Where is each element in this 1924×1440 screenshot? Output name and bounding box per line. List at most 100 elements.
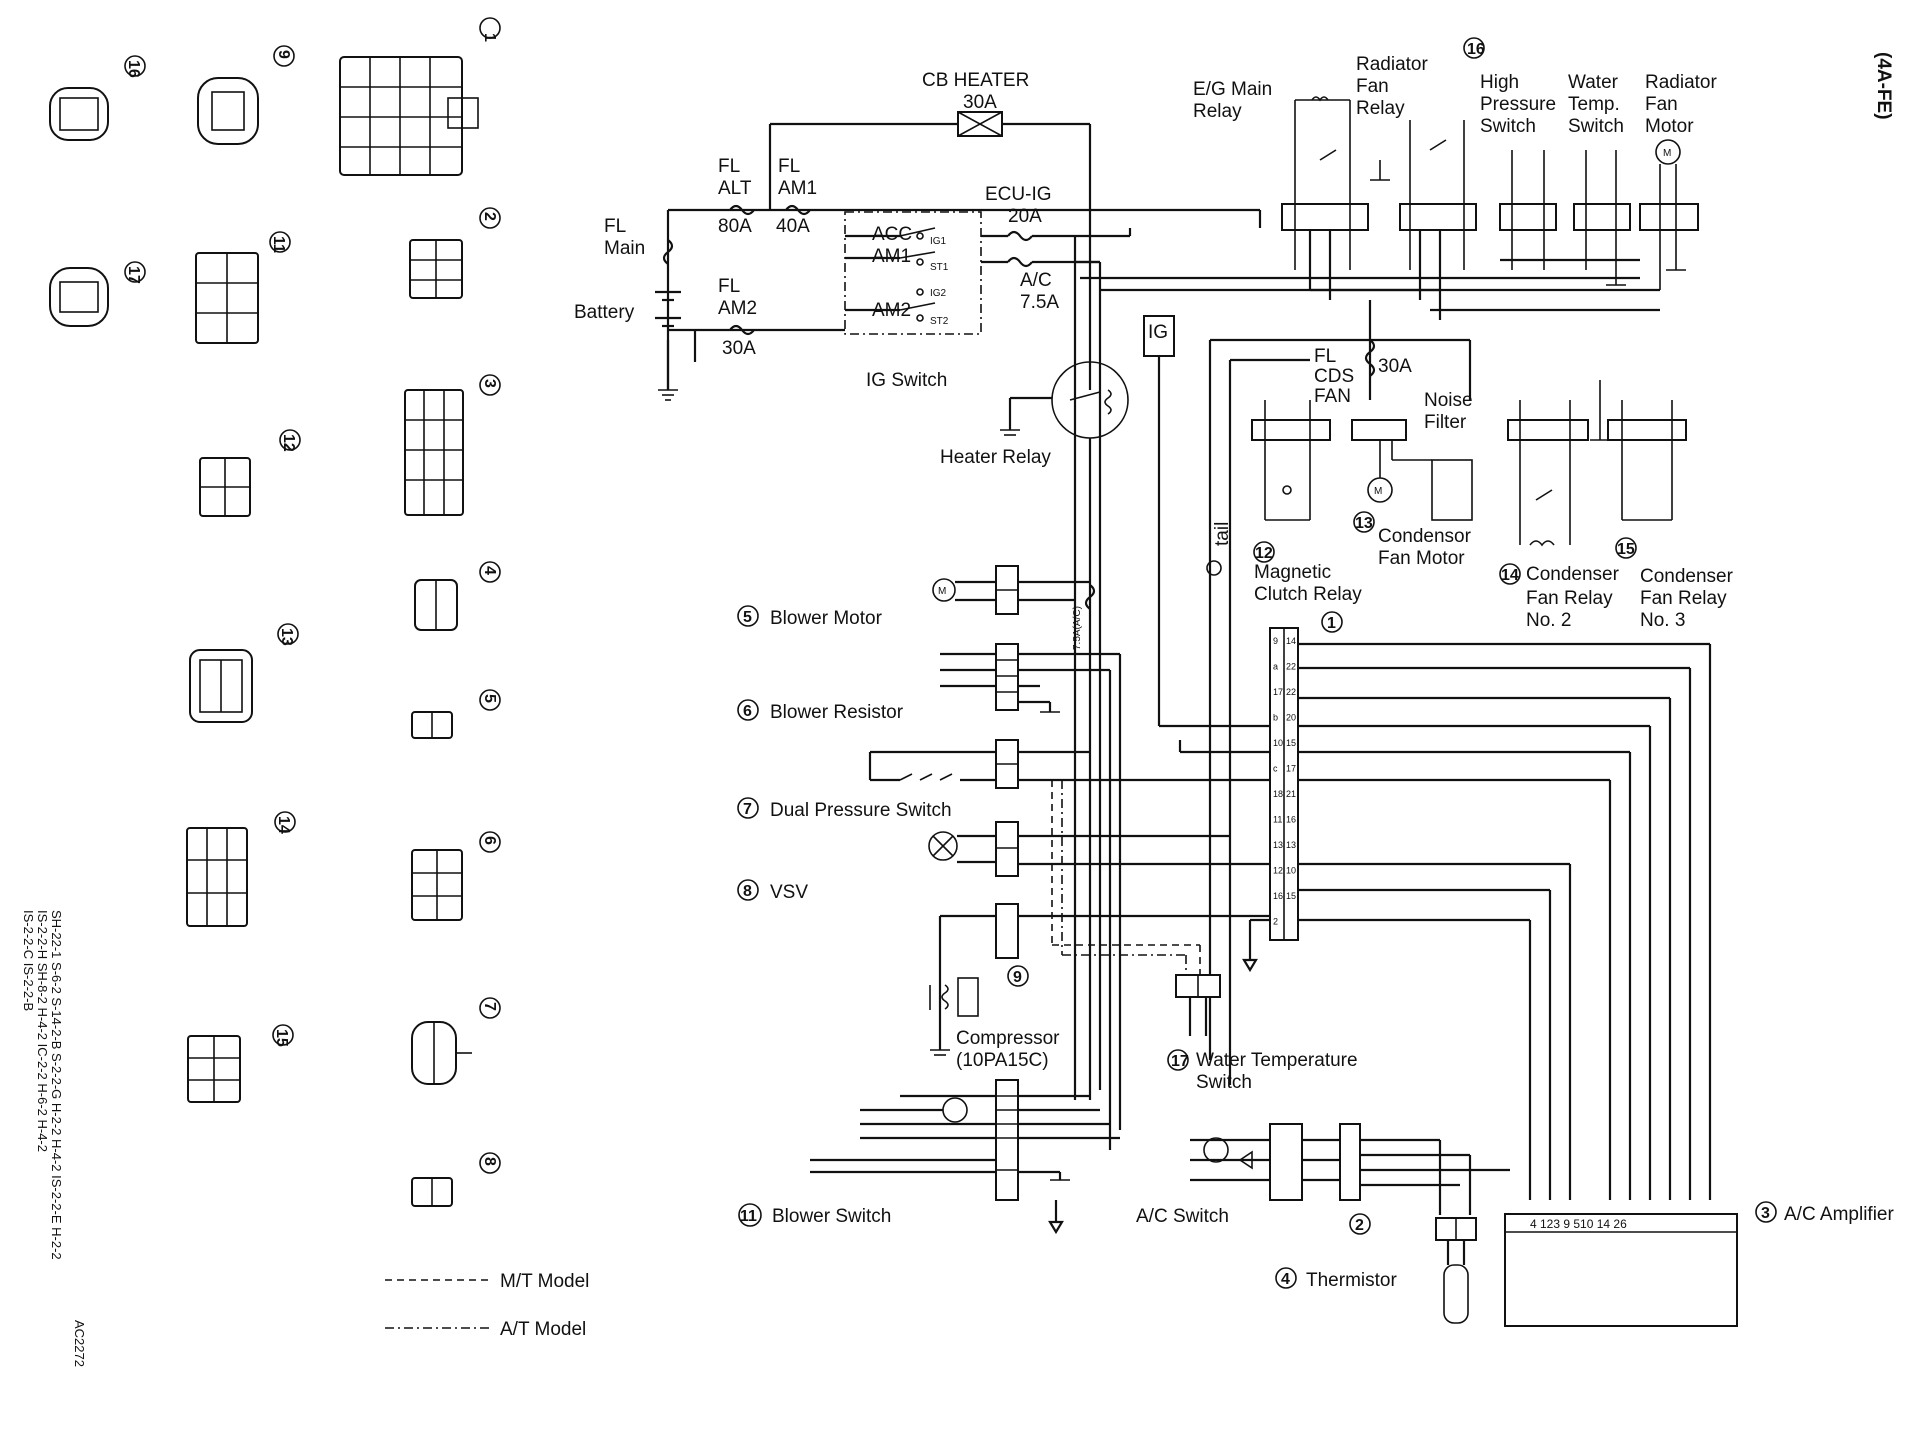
condenser-motor-l1: Condensor xyxy=(1378,526,1472,547)
conn1-pin-left: 18 xyxy=(1273,789,1283,799)
svg-text:M: M xyxy=(938,586,946,597)
conn1-pin-right: 15 xyxy=(1286,738,1296,748)
switch-am2: AM2 xyxy=(872,300,911,321)
marker-11: 11 xyxy=(270,236,287,253)
conn1-pin-right: 13 xyxy=(1286,840,1296,850)
marker-3: 3 xyxy=(481,379,498,388)
figure-code: AC2272 xyxy=(72,1320,87,1367)
compressor-l1: Compressor xyxy=(956,1028,1060,1049)
water-temp-top-l2: Temp. xyxy=(1568,94,1620,115)
marker-16-top: 16 xyxy=(1467,41,1485,58)
conn1-pin-right: 20 xyxy=(1286,713,1296,723)
marker-13: 13 xyxy=(278,628,295,646)
blower-switch-label: Blower Switch xyxy=(772,1206,891,1227)
marker-14: 14 xyxy=(275,816,292,834)
eg-main-relay-l2: Relay xyxy=(1193,101,1242,122)
marker-17-main: 17 xyxy=(1171,1053,1189,1070)
connector-face-16: 16 xyxy=(49,55,146,141)
switch-am1: AM1 xyxy=(872,246,911,267)
blower-switch: 11 Blower Switch xyxy=(738,1079,1120,1235)
marker-14-mid: 14 xyxy=(1501,567,1519,584)
ac-amplifier: 4 123 9 510 14 26 3 A/C Amplifier xyxy=(1504,1201,1894,1327)
water-temp-top-l1: Water xyxy=(1568,72,1619,93)
fl-am2-label: FL xyxy=(718,276,740,297)
high-pressure-l3: Switch xyxy=(1480,116,1536,137)
tail-label: tail xyxy=(1212,522,1233,546)
marker-3-main: 3 xyxy=(1761,1205,1770,1222)
conn1-pin-right: 22 xyxy=(1286,687,1296,697)
fl-alt-label: FL xyxy=(718,156,740,177)
conn1-pin-left: 13 xyxy=(1273,840,1283,850)
ig-switch-label: IG Switch xyxy=(866,370,947,391)
cb-heater-label: CB HEATER xyxy=(922,70,1029,91)
mid-relay-labels: IG FL CDS FAN 30A Noise Filter 12 Magnet… xyxy=(1148,322,1734,631)
blower-motor: M 5 Blower Motor xyxy=(737,565,1090,629)
water-temp-switch-l2: Switch xyxy=(1196,1072,1252,1093)
marker-6: 6 xyxy=(481,836,498,845)
radiator-fan-motor-l1: Radiator xyxy=(1645,72,1717,93)
fl-alt-name: ALT xyxy=(718,178,752,199)
svg-text:M: M xyxy=(1374,486,1382,497)
marker-12-mid: 12 xyxy=(1255,545,1273,562)
condenser-motor-l2: Fan Motor xyxy=(1378,548,1465,569)
fl-main-name: Main xyxy=(604,238,645,259)
connector-face-1: 1 xyxy=(339,17,501,176)
engine-code: (4A-FE) xyxy=(1873,52,1894,120)
radiator-fan-relay-l1: Radiator xyxy=(1356,54,1428,75)
fl-am1-name: AM1 xyxy=(778,178,817,199)
connector-face-17: 17 xyxy=(49,261,146,327)
fl-alt-rating: 80A xyxy=(718,216,752,237)
connector-face-7: 7 xyxy=(411,997,501,1085)
dual-pressure-label: Dual Pressure Switch xyxy=(770,800,952,821)
ecu-ig-label: ECU-IG xyxy=(985,184,1052,205)
water-temperature-switch: 17 Water Temperature Switch xyxy=(1061,780,1358,1093)
ac-fuse-label: A/C xyxy=(1020,270,1052,291)
ac-switch-label: A/C Switch xyxy=(1136,1206,1229,1227)
fl-cds-l3: FAN xyxy=(1314,386,1351,407)
fl-am2-rating: 30A xyxy=(722,338,756,359)
marker-2-main: 2 xyxy=(1355,1217,1364,1234)
marker-13-mid: 13 xyxy=(1355,515,1373,532)
radiator-fan-motor-l2: Fan xyxy=(1645,94,1678,115)
conn1-pin-right: 15 xyxy=(1286,891,1296,901)
connector-face-5: 5 xyxy=(411,689,501,739)
vsv: 8 VSV xyxy=(737,821,1270,903)
relay2-l1: Condenser xyxy=(1526,564,1620,585)
blower-resistor: 6 Blower Resistor xyxy=(737,643,1122,1150)
marker-17: 17 xyxy=(125,266,142,284)
ac-switch: 2 A/C Switch xyxy=(1136,1123,1510,1235)
marker-9-main: 9 xyxy=(1013,969,1022,986)
thermistor-label: Thermistor xyxy=(1306,1270,1397,1291)
ac-fuse-rating: 7.5A xyxy=(1020,292,1059,313)
connector-face-14: 14 xyxy=(186,811,296,927)
power-labels: CB HEATER 30A FL ALT 80A FL AM1 40A FL M… xyxy=(574,70,1083,650)
radiator-fan-motor-l3: Motor xyxy=(1645,116,1694,137)
marker-2: 2 xyxy=(481,212,498,221)
fl-cds-l2: CDS xyxy=(1314,366,1354,387)
high-pressure-l1: High xyxy=(1480,72,1519,93)
ig-badge: IG xyxy=(1148,322,1168,343)
connector-face-12: 12 xyxy=(199,429,301,517)
blower-motor-label: Blower Motor xyxy=(770,608,883,629)
marker-8: 8 xyxy=(481,1157,498,1166)
marker-16: 16 xyxy=(125,60,142,78)
switch-st2: ST2 xyxy=(930,316,949,327)
conn1-pin-left: a xyxy=(1273,662,1278,672)
water-temp-switch-l1: Water Temperature xyxy=(1196,1050,1358,1071)
water-temp-top-l3: Switch xyxy=(1568,116,1624,137)
reference-codes: SH-22-1 S-6-2 S-14-2-B S-2-2-G H-2-2 H-4… xyxy=(21,910,87,1367)
conn1-pin-right: 14 xyxy=(1286,636,1296,646)
marker-6-main: 6 xyxy=(743,703,752,720)
switch-acc: ACC xyxy=(872,224,912,245)
top-relays: M xyxy=(1208,96,1699,1085)
connector-face-13: 13 xyxy=(189,623,299,723)
conn1-pin-right: 17 xyxy=(1286,764,1296,774)
conn1-pin-left: 9 xyxy=(1273,636,1278,646)
marker-11-main: 11 xyxy=(740,1208,757,1225)
radiator-fan-relay-l2: Fan xyxy=(1356,76,1389,97)
noise-filter-l2: Filter xyxy=(1424,412,1467,433)
connector-face-6: 6 xyxy=(411,831,501,921)
fl-cds-l1: FL xyxy=(1314,346,1336,367)
